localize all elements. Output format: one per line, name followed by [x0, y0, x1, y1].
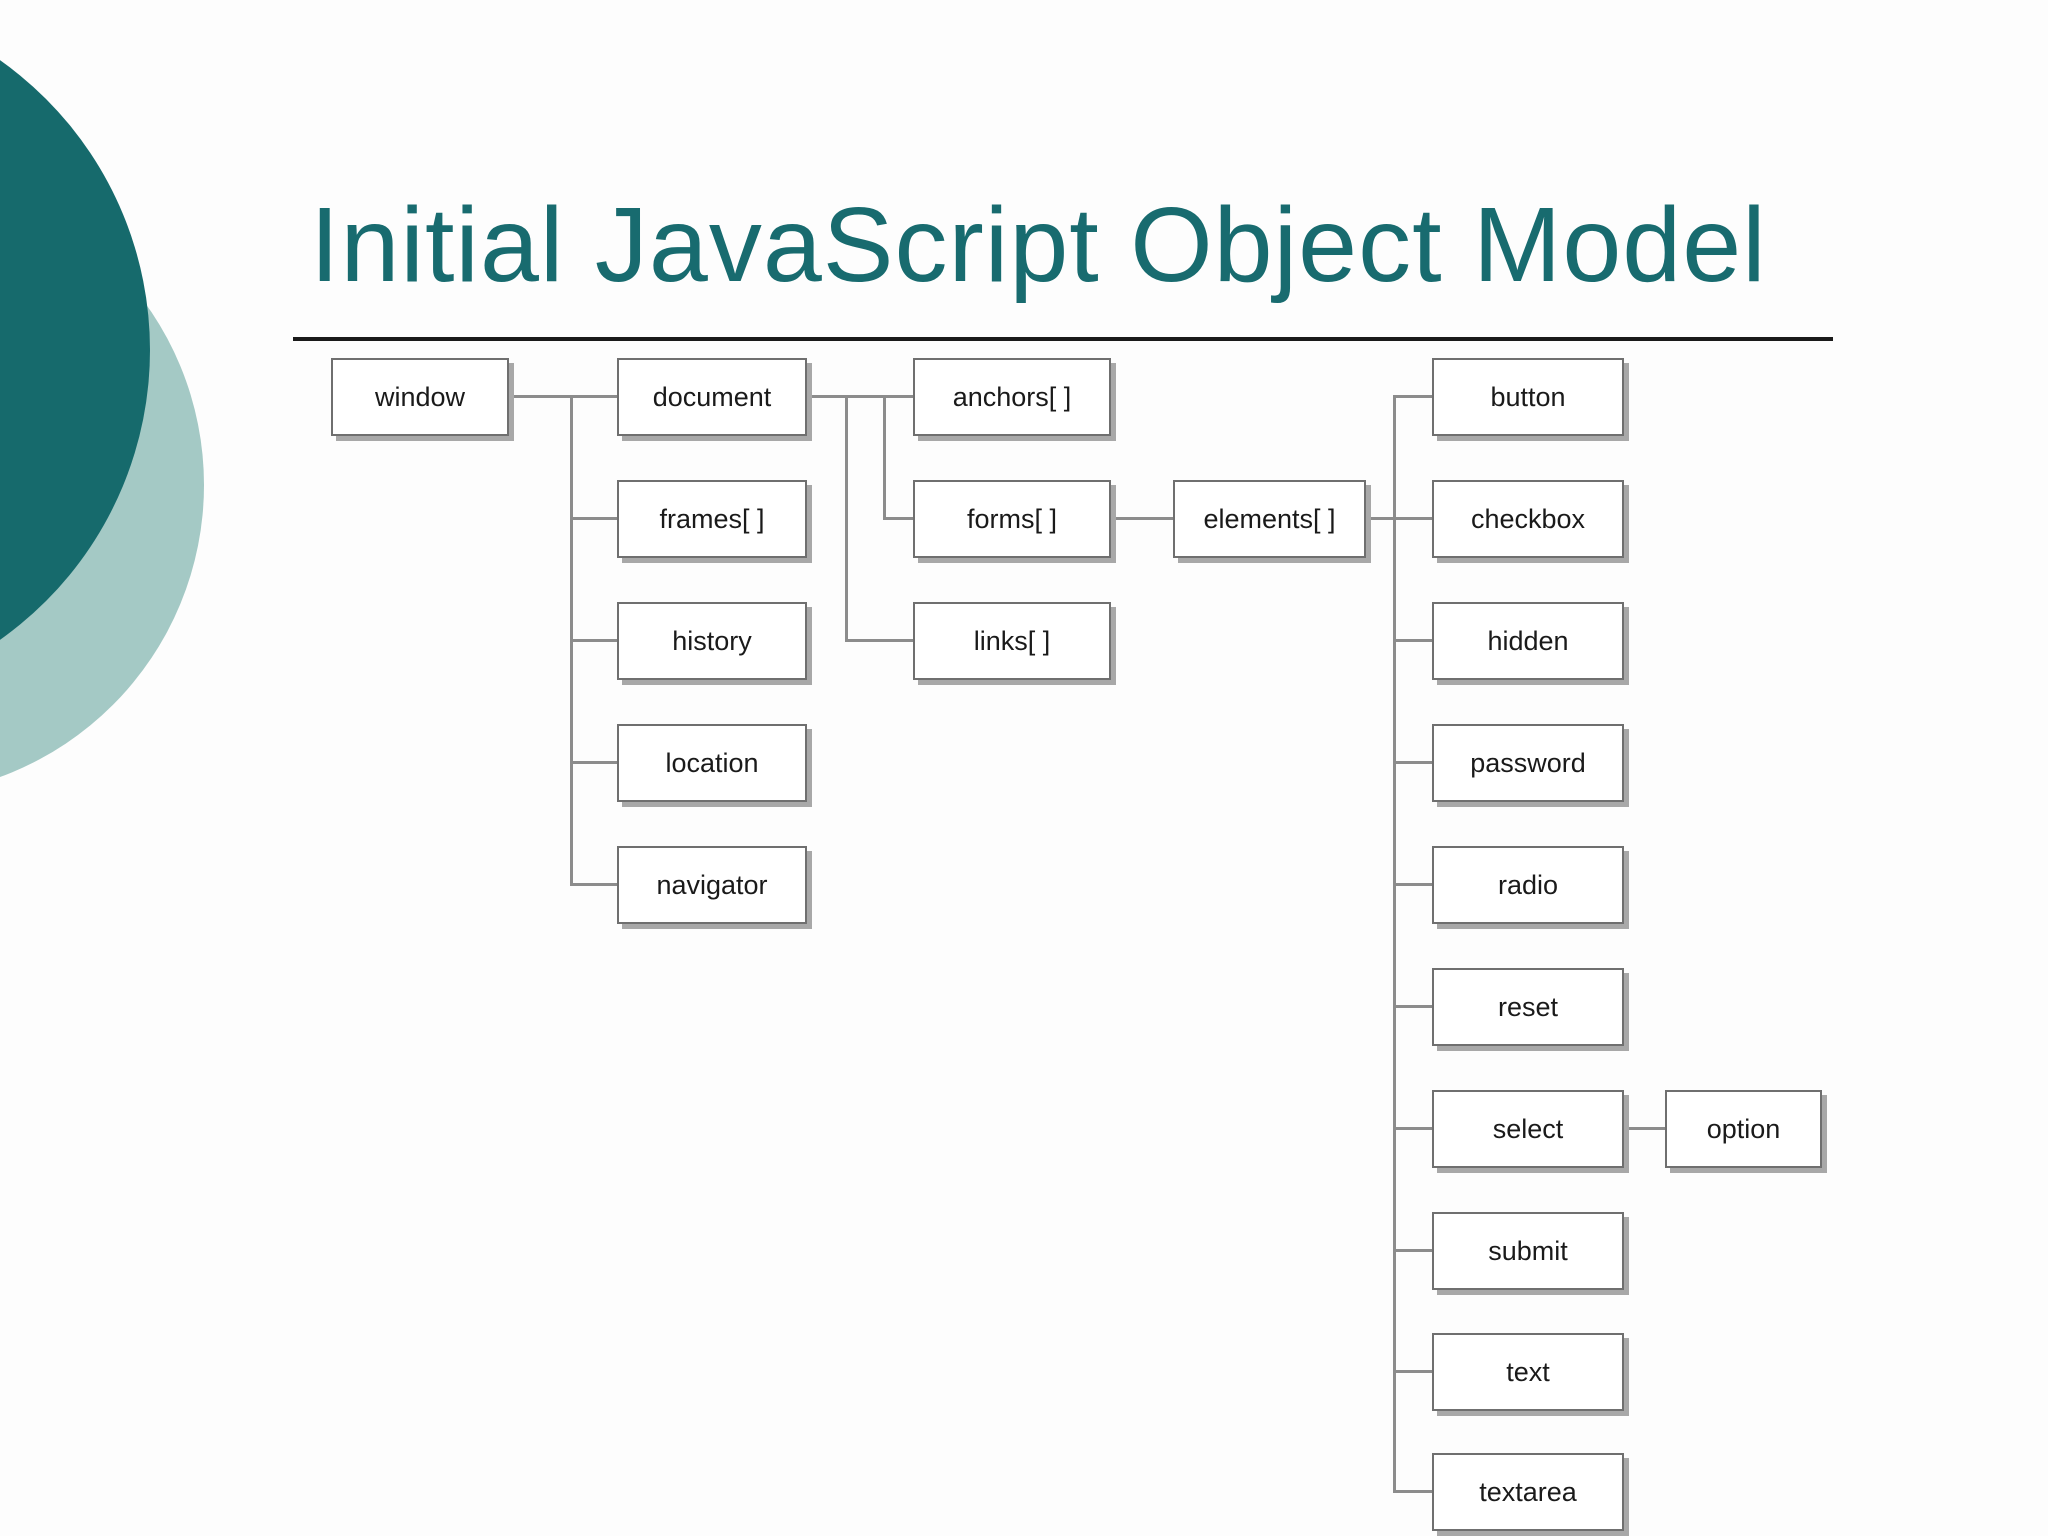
node-anchors: anchors[ ] — [913, 358, 1111, 436]
node-forms: forms[ ] — [913, 480, 1111, 558]
node-text: text — [1432, 1333, 1624, 1411]
node-submit: submit — [1432, 1212, 1624, 1290]
connector-forms-elements — [1111, 517, 1173, 520]
connector-stub-radio — [1393, 883, 1432, 886]
node-links: links[ ] — [913, 602, 1111, 680]
node-password: password — [1432, 724, 1624, 802]
node-textarea: textarea — [1432, 1453, 1624, 1531]
node-location: location — [617, 724, 807, 802]
connector-stub-frames — [570, 517, 617, 520]
connector-elements-children-spine — [1393, 395, 1396, 1493]
connector-stub-location — [570, 761, 617, 764]
connector-window-children-spine — [570, 395, 573, 886]
connector-stub-submit — [1393, 1249, 1432, 1252]
slide-title: Initial JavaScript Object Model — [310, 186, 1767, 304]
connector-stub-hidden — [1393, 639, 1432, 642]
connector-stub-links — [845, 639, 913, 642]
node-checkbox: checkbox — [1432, 480, 1624, 558]
node-window: window — [331, 358, 509, 436]
connector-stub-checkbox — [1393, 517, 1432, 520]
node-option: option — [1665, 1090, 1822, 1168]
connector-document-anchors — [807, 395, 913, 398]
node-frames: frames[ ] — [617, 480, 807, 558]
connector-stub-history — [570, 639, 617, 642]
connector-stub-button — [1393, 395, 1432, 398]
title-underline — [293, 337, 1833, 341]
node-hidden: hidden — [1432, 602, 1624, 680]
connector-drop-forms — [883, 395, 886, 520]
connector-stub-forms — [883, 517, 913, 520]
connector-stub-text — [1393, 1370, 1432, 1373]
node-elements: elements[ ] — [1173, 480, 1366, 558]
node-navigator: navigator — [617, 846, 807, 924]
connector-stub-select — [1393, 1127, 1432, 1130]
node-select: select — [1432, 1090, 1624, 1168]
connector-select-option — [1624, 1127, 1665, 1130]
node-button: button — [1432, 358, 1624, 436]
connector-stub-textarea — [1393, 1490, 1432, 1493]
node-reset: reset — [1432, 968, 1624, 1046]
connector-window-document — [509, 395, 617, 398]
connector-stub-password — [1393, 761, 1432, 764]
node-document: document — [617, 358, 807, 436]
connector-stub-reset — [1393, 1005, 1432, 1008]
connector-elements-spine — [1366, 517, 1396, 520]
connector-stub-navigator — [570, 883, 617, 886]
connector-drop-links — [845, 395, 848, 642]
node-radio: radio — [1432, 846, 1624, 924]
node-history: history — [617, 602, 807, 680]
